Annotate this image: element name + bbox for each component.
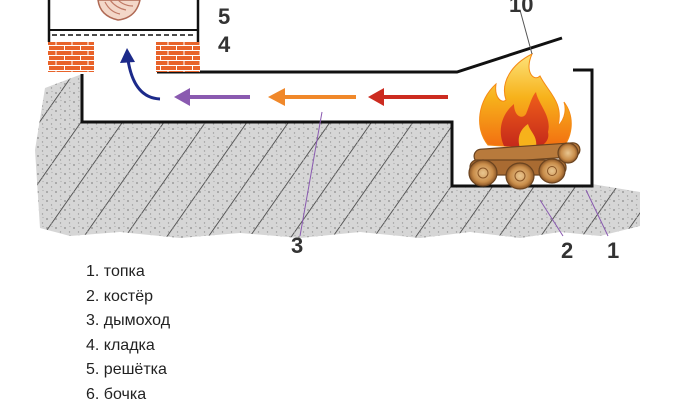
legend-item: 5. решётка xyxy=(86,358,170,383)
legend-item: 3. дымоход xyxy=(86,309,170,334)
callout-2: 2 xyxy=(561,238,573,263)
barrel xyxy=(48,0,198,44)
legend: 1. топка 2. костёр 3. дымоход 4. кладка … xyxy=(86,260,170,407)
callout-10: 10 xyxy=(509,0,533,17)
callout-5: 5 xyxy=(218,4,230,29)
callout-1: 1 xyxy=(607,238,619,263)
callout-3: 3 xyxy=(291,233,303,258)
callout-4: 4 xyxy=(218,32,231,57)
legend-item: 4. кладка xyxy=(86,334,170,359)
legend-item: 1. топка xyxy=(86,260,170,285)
legend-item: 6. бочка xyxy=(86,383,170,407)
legend-item: 2. костёр xyxy=(86,285,170,310)
